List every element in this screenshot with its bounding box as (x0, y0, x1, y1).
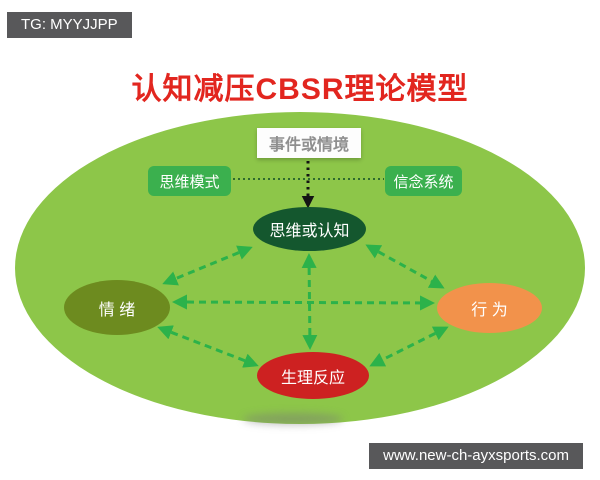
ellipse-shadow (243, 413, 343, 425)
arrow-behavior-physiological (369, 326, 449, 367)
node-thinking-mode: 思维模式 (148, 166, 231, 196)
arrow-cognition-behavior (365, 244, 445, 289)
node-physiological-response: 生理反应 (257, 352, 369, 399)
node-belief-system: 信念系统 (385, 166, 462, 196)
arrow-emotion-physiological (157, 325, 259, 368)
node-behavior: 行 为 (437, 283, 542, 333)
page-title: 认知减压CBSR理论模型 (131, 73, 469, 106)
node-thought-or-cognition: 思维或认知 (253, 207, 366, 251)
node-emotion: 情 绪 (64, 280, 170, 335)
tg-badge: TG: MYYJJPP (7, 12, 132, 38)
arrow-cognition-physiological (301, 253, 318, 350)
arrow-cognition-emotion (162, 245, 253, 286)
node-event-or-situation: 事件或情境 (257, 128, 361, 158)
arrow-emotion-behavior (172, 294, 435, 311)
watermark-url: www.new-ch-ayxsports.com (369, 443, 583, 469)
